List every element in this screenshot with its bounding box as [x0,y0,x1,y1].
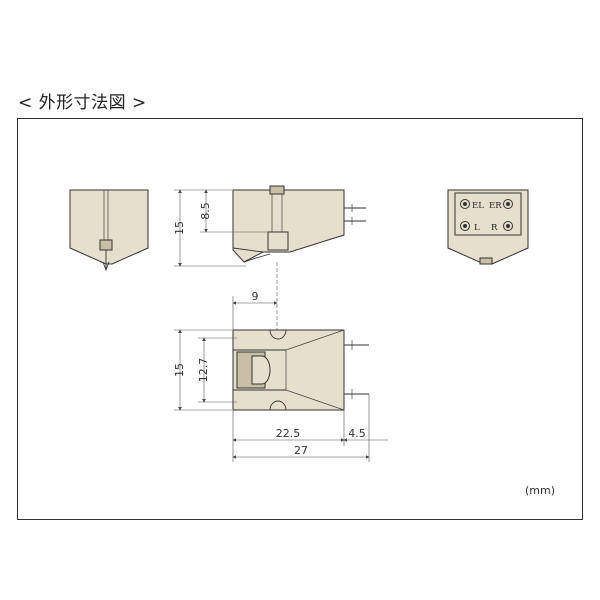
front-view [69,189,149,272]
unit-label: (mm) [525,484,556,497]
dim-top-height-label: 15 [173,221,186,235]
dim-length-pins-label: 4.5 [348,427,366,440]
diagram-frame [17,118,583,520]
bottom-view [232,329,369,411]
terminal-l-label: L [474,223,480,233]
dim-length-total-label: 27 [294,444,308,457]
dim-length: 22.5 4.5 27 [232,394,388,462]
page-title: < 外形寸法図 > [18,93,147,113]
terminal-el-label: EL [472,201,484,211]
terminal-r-label: R [491,223,498,233]
terminal-r [503,221,513,231]
rear-view: EL ER L R [447,189,529,265]
dim-bottom-inner: 12.7 [197,337,237,403]
dim-bottom-inner-label: 12.7 [197,358,210,383]
terminal-el [460,199,470,209]
dim-bottom-depth: 15 [173,329,232,411]
dim-top-stylus-label: 8.5 [199,202,212,220]
dim-offset-label: 9 [252,290,259,303]
dim-bottom-depth-label: 15 [173,363,186,377]
dim-top-stylus: 8.5 [199,189,268,233]
dim-top-height: 15 [173,189,246,267]
terminal-er [503,199,513,209]
terminal-er-label: ER [489,201,502,211]
side-view [232,185,366,263]
dim-offset: 9 [232,290,278,330]
terminal-l [460,221,470,231]
dim-length-main-label: 22.5 [276,427,301,440]
